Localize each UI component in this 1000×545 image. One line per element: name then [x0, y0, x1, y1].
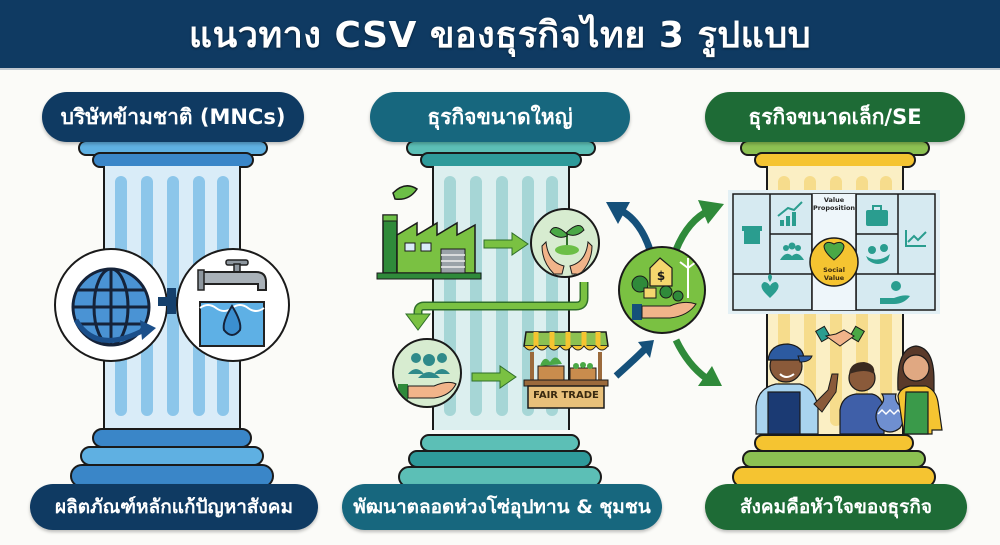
partners-icon [866, 244, 890, 264]
man-in-cap [755, 343, 839, 435]
hub-dollar-symbol: $ [657, 269, 665, 283]
briefcase-icon [866, 205, 888, 226]
pillar-large-title-text: ธุรกิจขนาดใหญ่ [427, 104, 573, 129]
people-icon [780, 242, 804, 260]
fair-trade-stall-icon [523, 331, 609, 409]
water-tap-circle [176, 248, 290, 362]
header-banner: แนวทาง CSV ของธุรกิจไทย 3 รูปแบบ [0, 0, 1000, 70]
store-icon [742, 226, 762, 244]
business-model-canvas: Value Proposition Social Value [728, 190, 940, 314]
vase [875, 393, 905, 433]
canvas-grid [732, 193, 936, 311]
bent-arrow-icon [405, 282, 589, 331]
arrow-in-icon [613, 345, 649, 379]
money-hand-icon [880, 281, 910, 304]
social-value-label: Social Value [823, 266, 845, 282]
pillar-large-title: ธุรกิจขนาดใหญ่ [370, 92, 630, 142]
hub-arrows [606, 200, 724, 386]
value-proposition-label: Value Proposition [812, 196, 856, 212]
pillar-small-title-text: ธุรกิจขนาดเล็ก/SE [748, 104, 922, 129]
arrow-down-right-icon [672, 338, 709, 381]
community-hand-icon [398, 353, 457, 400]
arrow-in-head [638, 340, 654, 358]
pillar-small-caption: สังคมคือหัวใจของธุรกิจ [705, 484, 967, 530]
page-title: แนวทาง CSV ของธุรกิจไทย 3 รูปแบบ [188, 14, 812, 56]
hub-circle: $ [618, 246, 706, 334]
globe-arrow-icon [71, 267, 156, 347]
woman-in-apron [897, 345, 943, 435]
pillar-large-caption: พัฒนาตลอดห่วงโซ่อุปทาน & ชุมชน [342, 484, 662, 530]
community-hand-circle [392, 338, 462, 408]
pillar-mnc-caption-text: ผลิตภัณฑ์หลักแก้ปัญหาสังคม [54, 496, 293, 518]
handshake-icon [814, 325, 866, 347]
pillar-mnc-title: บริษัทข้ามชาติ (MNCs) [42, 92, 304, 142]
pillar-mnc-caption: ผลิตภัณฑ์หลักแก้ปัญหาสังคม [30, 484, 318, 530]
pillar-mnc-title-text: บริษัทข้ามชาติ (MNCs) [60, 104, 286, 129]
trend-icon [905, 230, 927, 247]
plant-in-hands-icon [541, 225, 593, 275]
sustainable-community-hand-icon: $ [631, 257, 697, 320]
water-tap-icon [197, 259, 267, 347]
globe-circle [54, 248, 168, 362]
plus-icon [158, 288, 184, 314]
fair-trade-sign: FAIR TRADE [533, 390, 599, 401]
arrow-up-left-head [606, 202, 630, 224]
pillar-large-caption-text: พัฒนาตลอดห่วงโซ่อุปทาน & ชุมชน [353, 496, 651, 518]
arrow-right-icon [483, 232, 529, 256]
arrow-down-right-head [698, 366, 722, 386]
plant-heart-icon [761, 274, 779, 298]
base-step-2 [80, 446, 264, 466]
arrow-up-right-head [698, 200, 724, 224]
growth-chart-icon [777, 201, 803, 226]
base-step-1 [92, 428, 252, 448]
pillar-small-title: ธุรกิจขนาดเล็ก/SE [705, 92, 965, 142]
arrow-right-icon [471, 365, 517, 389]
plant-in-hands-circle [530, 208, 600, 278]
people-illustration [755, 343, 943, 435]
arrow-up-left-icon [618, 206, 654, 252]
green-factory-icon [376, 185, 482, 280]
pillar-small-caption-text: สังคมคือหัวใจของธุรกิจ [740, 496, 932, 518]
heart-icon [823, 241, 845, 261]
